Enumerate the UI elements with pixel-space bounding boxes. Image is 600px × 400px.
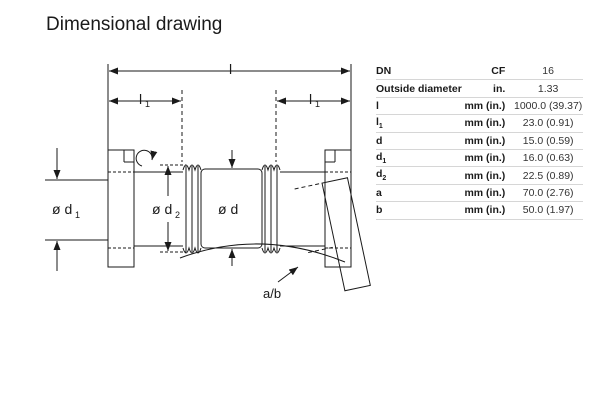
table-header-row: DN CF 16 <box>376 63 583 81</box>
table-row: b mm (in.) 50.0 (1.97) <box>376 201 583 220</box>
label-l1-left-sub: 1 <box>145 99 150 109</box>
table-row: l1 mm (in.) 23.0 (0.91) <box>376 114 583 133</box>
row-param-sub: 1 <box>382 158 387 166</box>
label-l1-right-sub: 1 <box>315 99 320 109</box>
row-value: 23.0 (0.91) <box>513 114 583 133</box>
table-row: d2 mm (in.) 22.5 (0.89) <box>376 166 583 185</box>
table-header-unit: CF <box>463 63 514 81</box>
row-value: 50.0 (1.97) <box>513 201 583 220</box>
row-param: l1 <box>376 114 464 133</box>
row-unit: mm (in.) <box>463 201 514 220</box>
row-value: 16.0 (0.63) <box>513 149 583 168</box>
row-value: 1.33 <box>513 79 583 98</box>
center-tube <box>200 168 263 249</box>
right-bellows <box>261 164 281 254</box>
label-d2: ø d <box>152 201 172 217</box>
label-d1-sub: 1 <box>75 210 80 220</box>
deflection-arc <box>179 243 346 263</box>
table-row: a mm (in.) 70.0 (2.76) <box>376 184 583 203</box>
row-param: Outside diameter <box>376 79 464 98</box>
table-header-value: 16 <box>513 63 583 81</box>
row-param: l <box>376 97 464 116</box>
label-l1-right: l <box>309 91 312 107</box>
row-param-sub: 2 <box>382 175 387 183</box>
right-flange <box>324 149 352 268</box>
row-unit: mm (in.) <box>463 166 514 185</box>
label-d: ø d <box>218 201 238 217</box>
row-unit: mm (in.) <box>463 97 514 116</box>
row-unit: mm (in.) <box>463 184 514 203</box>
left-flange <box>107 149 135 268</box>
table-row: l mm (in.) 1000.0 (39.37) <box>376 97 583 116</box>
label-d1: ø d <box>52 201 72 217</box>
row-param: a <box>376 184 464 203</box>
row-unit: mm (in.) <box>463 114 514 133</box>
label-l: l <box>229 61 232 77</box>
table-row: d1 mm (in.) 16.0 (0.63) <box>376 149 583 168</box>
label-d2-sub: 2 <box>175 210 180 220</box>
row-unit: in. <box>463 79 514 98</box>
table-row: d mm (in.) 15.0 (0.59) <box>376 132 583 150</box>
row-param: d1 <box>376 149 464 168</box>
page-title: Dimensional drawing <box>46 14 223 35</box>
row-value: 1000.0 (39.37) <box>513 97 583 116</box>
spec-table: DN CF 16 Outside diameter in. 1.33 l mm … <box>376 63 583 220</box>
row-param: b <box>376 201 464 220</box>
ab-leader <box>277 266 299 283</box>
rotation-arrow <box>135 149 158 167</box>
label-l1-left: l <box>139 91 142 107</box>
table-header-param: DN <box>376 63 464 81</box>
deflected-flange <box>294 177 371 292</box>
row-value: 22.5 (0.89) <box>513 166 583 185</box>
label-ab: a/b <box>263 286 281 301</box>
row-param-sub: 1 <box>378 123 383 131</box>
row-value: 15.0 (0.59) <box>513 132 583 150</box>
row-unit: mm (in.) <box>463 149 514 168</box>
row-param: d <box>376 132 464 150</box>
row-unit: mm (in.) <box>463 132 514 150</box>
row-param: d2 <box>376 166 464 185</box>
left-bellows <box>182 164 202 254</box>
row-value: 70.0 (2.76) <box>513 184 583 203</box>
table-row: Outside diameter in. 1.33 <box>376 79 583 98</box>
